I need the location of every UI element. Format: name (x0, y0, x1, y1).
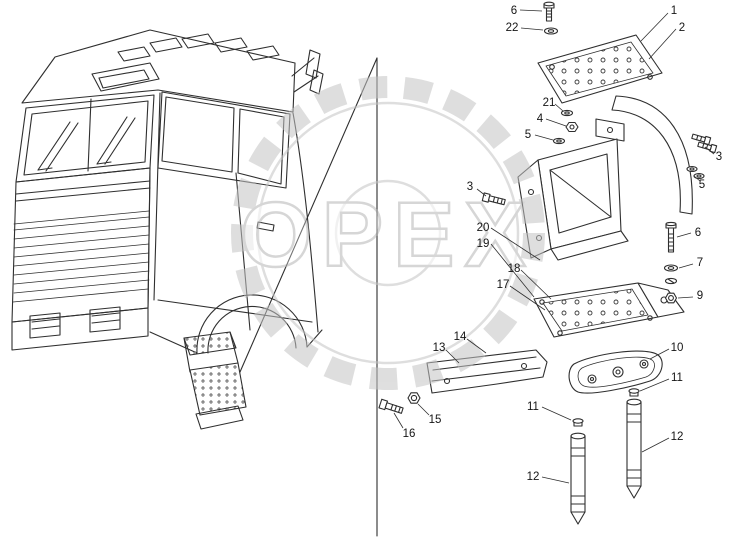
side-crease (157, 299, 313, 323)
callout-20: 20 (477, 222, 490, 234)
callout-3-left: 3 (467, 181, 473, 193)
step-plate-middle (533, 282, 685, 338)
wheel-arch-fender (611, 95, 693, 215)
callout-14: 14 (454, 331, 467, 343)
nut-icon (565, 121, 579, 133)
callout-15: 15 (429, 414, 442, 426)
callout-12-left: 12 (527, 471, 540, 483)
bumper-step-recess (89, 306, 121, 333)
side-window-band (157, 91, 291, 189)
step-bracket-oval (568, 350, 663, 394)
wiper-left (37, 121, 79, 172)
callout-2: 2 (679, 22, 685, 34)
spring-washer-icon (664, 277, 678, 285)
cab-roof (21, 29, 296, 113)
installed-step-rails (183, 331, 239, 373)
fastener-icons (378, 1, 718, 414)
wiper-right (96, 116, 136, 165)
watermark-text: OPEX (240, 184, 536, 286)
bolt-icon (481, 192, 506, 206)
callout-7: 7 (697, 257, 703, 269)
cap-nut-icon (572, 418, 584, 427)
bumper-step-recess (29, 312, 61, 339)
callout-12-right: 12 (671, 431, 684, 443)
installed-step-foot (195, 405, 244, 430)
callout-1: 1 (671, 5, 677, 17)
step-bar-lower (426, 349, 548, 394)
step-plate-top (537, 34, 663, 104)
bumper (11, 307, 149, 351)
roof-rib (149, 37, 183, 53)
callout-labels: 6 22 1 2 21 4 5 3 5 3 20 19 18 17 6 7 9 … (403, 5, 723, 483)
nut-icon (664, 292, 678, 304)
roof-rib (181, 33, 215, 49)
grille-lines (12, 210, 150, 303)
bolt-icon (543, 1, 555, 22)
nut-icon (407, 392, 421, 404)
roof-hatch-inner (98, 69, 150, 89)
windshield-divider (87, 98, 92, 172)
gear-icon (231, 76, 545, 390)
bolt-icon (378, 398, 404, 414)
mirror-glass (305, 49, 321, 79)
washer-icon (663, 264, 679, 272)
callout-3-right: 3 (716, 151, 722, 163)
cowl-lines (15, 180, 151, 202)
watermark: OPEX (231, 76, 545, 390)
callout-10: 10 (671, 342, 684, 354)
support-rod-left (570, 432, 586, 525)
callout-5-left: 5 (525, 129, 531, 141)
installed-step-upper (183, 331, 237, 356)
callout-22: 22 (506, 22, 519, 34)
gear-rim (256, 101, 520, 365)
callout-13: 13 (433, 342, 446, 354)
roof-rib (117, 46, 151, 62)
windshield-inner (23, 100, 149, 176)
callout-9: 9 (697, 290, 703, 302)
front-panel (11, 167, 151, 323)
callout-5-right: 5 (699, 179, 705, 191)
callout-16: 16 (403, 428, 416, 440)
callout-11-left: 11 (527, 401, 539, 413)
door-window (161, 96, 235, 173)
washer-icon (543, 27, 559, 35)
gear-hub (334, 179, 442, 287)
leader-lines (393, 9, 715, 484)
truck-cab-drawing (11, 29, 324, 430)
washer-icon (552, 137, 566, 145)
callout-6-right: 6 (695, 227, 701, 239)
installed-step-guard (189, 362, 247, 416)
rear-side-window (237, 108, 285, 185)
callout-19: 19 (477, 238, 490, 250)
washer-icon (686, 166, 698, 172)
cap-nut-icon (628, 388, 640, 397)
door-front-seam (153, 92, 161, 301)
bolt-icon (665, 221, 677, 253)
roof-hatch (91, 62, 160, 92)
callout-17: 17 (497, 279, 510, 291)
roof-rib (214, 37, 248, 53)
support-rod-right (626, 398, 642, 499)
callout-6-top: 6 (511, 5, 517, 17)
callout-18: 18 (508, 263, 521, 275)
callout-4: 4 (537, 113, 544, 125)
washer-icon (560, 109, 574, 117)
cab-rear-edge (292, 112, 319, 333)
corner-pillar (147, 167, 151, 309)
roof-rib (246, 45, 280, 61)
callout-11-right: 11 (671, 372, 683, 384)
bolt-icon (697, 141, 718, 154)
mirror-arm (291, 57, 319, 93)
callout-21: 21 (543, 97, 556, 109)
